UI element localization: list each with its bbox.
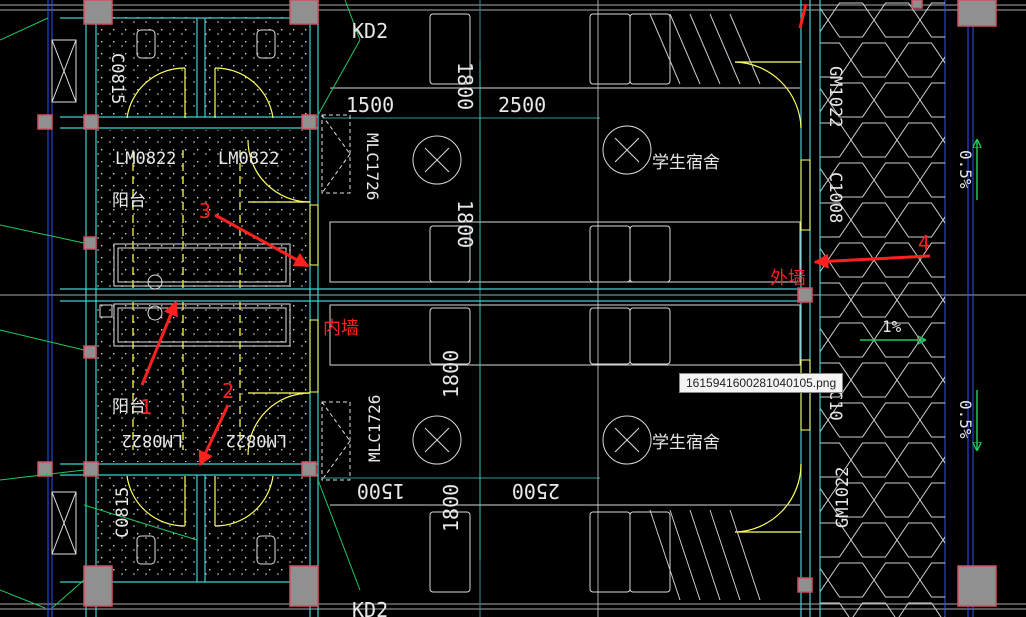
annotation-arrows — [140, 3, 931, 467]
label-c0815-bottom: C0815 — [113, 487, 133, 538]
exterior-paving-hatch — [820, 0, 945, 617]
label-balcony-bottom: 阳台 — [112, 397, 146, 417]
dim-1800-b: 1800 — [453, 200, 477, 248]
plan-text: KD2 KD2 C0815 C0815 LM0822 LM0822 LM0822… — [107, 19, 975, 617]
label-c1008-bottom: C10 — [825, 390, 845, 421]
label-kd2-top: KD2 — [352, 19, 388, 43]
label-dorm-bottom: 学生宿舍 — [652, 433, 720, 453]
dorm-furniture — [329, 13, 801, 601]
dim-1800-c: 1800 — [439, 350, 463, 398]
ceiling-fans — [412, 125, 652, 465]
structural-columns — [37, 0, 997, 607]
label-lm0822-br: LM0822 — [226, 430, 287, 450]
label-mlc1726-top: MLC1726 — [363, 133, 382, 200]
annotation-num-4: 4 — [918, 231, 930, 255]
annotation-text: 3 1 2 4 内墙 外墙 — [140, 199, 930, 419]
dimension-lines — [322, 60, 600, 560]
label-kd2-bottom: KD2 — [352, 598, 388, 617]
label-dorm-top: 学生宿舍 — [652, 153, 720, 173]
label-c0815-top: C0815 — [107, 53, 127, 104]
label-gm1022-bottom: GM1022 — [833, 467, 853, 528]
annotation-num-3: 3 — [199, 199, 211, 223]
walls — [60, 0, 821, 617]
dim-1800-a: 1800 — [453, 62, 477, 110]
dim-1800-d: 1800 — [439, 484, 463, 532]
door-swings — [126, 61, 811, 533]
windows-c0815 — [51, 39, 77, 555]
label-lm0822-bl: LM0822 — [122, 430, 183, 450]
label-gm1022-top: GM1022 — [825, 66, 845, 127]
slope-arrows — [860, 140, 977, 450]
dim-1500-bottom: 1500 — [357, 479, 405, 503]
label-c1008-top: C1008 — [825, 172, 845, 223]
leader-lines — [0, 0, 361, 609]
label-slope-top: 0.5% — [956, 150, 975, 189]
balcony-doors-mlc1726 — [321, 114, 351, 481]
label-lm0822-tr: LM0822 — [218, 149, 279, 169]
annotation-inner-wall: 内墙 — [323, 318, 359, 339]
sanitary-fixtures — [99, 29, 291, 565]
label-lm0822-tl: LM0822 — [115, 149, 176, 169]
annotation-outer-wall: 外墙 — [770, 268, 806, 289]
sliding-door-tracks — [132, 150, 241, 450]
annotation-num-1: 1 — [140, 395, 152, 419]
label-balcony-top: 阳台 — [112, 191, 146, 211]
annotation-num-2: 2 — [222, 379, 234, 403]
label-slope-bottom: 0.5% — [956, 400, 975, 439]
filename-tooltip: 1615941600281040105.png — [679, 373, 844, 393]
dim-1500-top: 1500 — [346, 93, 394, 117]
label-mlc1726-bottom: MLC1726 — [365, 395, 384, 462]
dim-2500-bottom: 2500 — [512, 479, 560, 503]
dim-2500-top: 2500 — [498, 93, 546, 117]
label-slope-mid: 1% — [882, 317, 902, 336]
